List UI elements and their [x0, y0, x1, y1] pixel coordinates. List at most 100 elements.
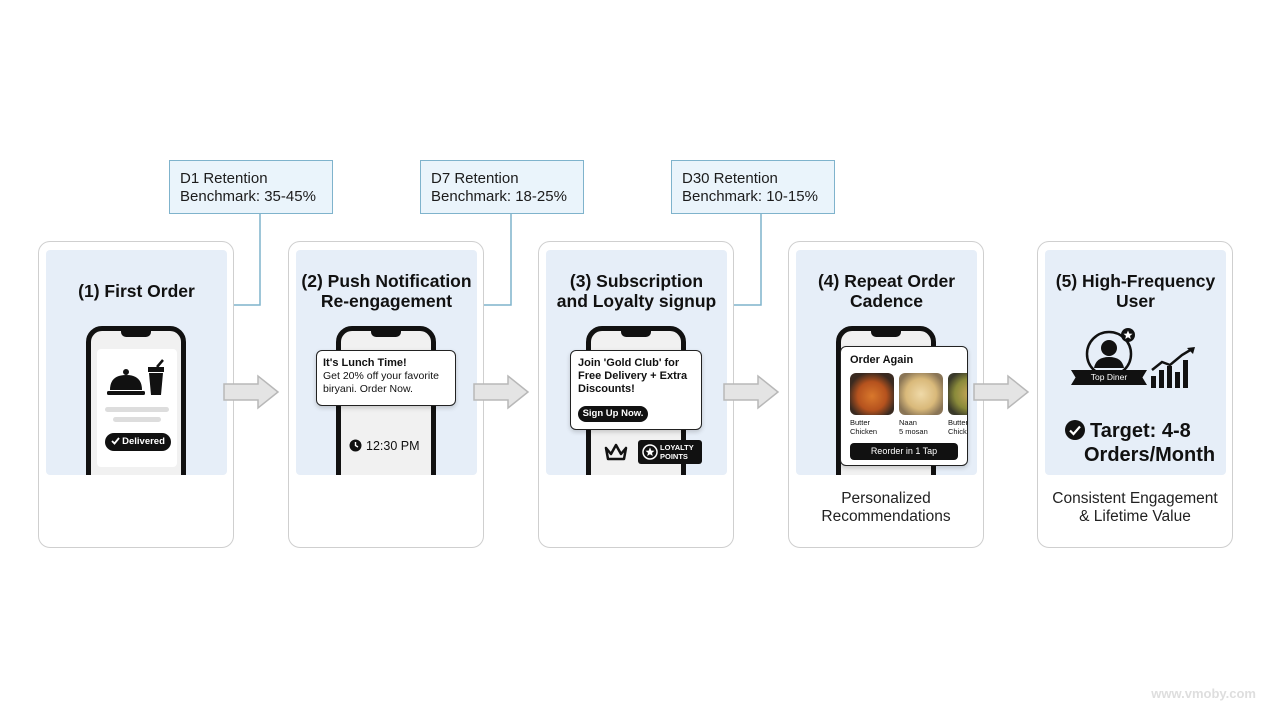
- sign-up-button[interactable]: Sign Up Now.: [578, 406, 648, 422]
- notification-line-2: biryani. Order Now.: [323, 383, 413, 395]
- stage-5-caption-line-1: Consistent Engagement: [1052, 490, 1218, 507]
- dish-name-line-1: Naan: [899, 418, 917, 427]
- stage-4-panel: (4) Repeat Order Cadence Order Again But…: [796, 250, 977, 475]
- flow-arrow-icon: [973, 374, 1030, 410]
- dish-image: [899, 373, 943, 415]
- stage-4-title-line-1: (4) Repeat Order: [817, 271, 956, 291]
- time-label: 12:30 PM: [366, 439, 420, 453]
- stage-2-panel: (2) Push Notification Re-engagement 12:3…: [296, 250, 477, 475]
- popup-line-2: Free Delivery + Extra: [578, 370, 688, 382]
- stage-5-caption: Consistent Engagement & Lifetime Value: [1038, 490, 1232, 526]
- order-again-heading: Order Again: [850, 354, 914, 366]
- connector-d7: [483, 214, 512, 306]
- delivered-badge: Delivered: [105, 433, 171, 451]
- stage-4-caption-line-2: Recommendations: [821, 508, 951, 525]
- stage-3-title-line-2: and Loyalty signup: [556, 291, 717, 311]
- phone-notch: [121, 330, 151, 337]
- callout-d7-benchmark: Benchmark: 18-25%: [431, 188, 567, 205]
- dish-item[interactable]: Naan 5 mosan: [899, 373, 943, 436]
- target-line-1: Target: 4-8: [1090, 420, 1191, 442]
- cloche-icon: [107, 369, 145, 395]
- stage-5-panel: (5) High-Frequency User Top Diner T: [1045, 250, 1226, 475]
- stage-5-title-line-1: (5) High-Frequency: [1055, 271, 1216, 291]
- stage-4-caption: Personalized Recommendations: [789, 490, 983, 526]
- dish-name-line-1: Butter: [948, 418, 968, 427]
- stage-5-title: (5) High-Frequency User: [1045, 271, 1226, 311]
- stage-3-panel: (3) Subscription and Loyalty signup LOYA…: [546, 250, 727, 475]
- flow-arrow-icon: [723, 374, 780, 410]
- loyalty-label-1: LOYALTY: [660, 443, 694, 452]
- top-diner-ribbon: Top Diner: [1071, 370, 1147, 385]
- drink-icon: [148, 359, 164, 395]
- reorder-button[interactable]: Reorder in 1 Tap: [850, 443, 958, 460]
- stage-2-title-line-2: Re-engagement: [320, 291, 453, 311]
- gold-club-popup[interactable]: Join 'Gold Club' for Free Delivery + Ext…: [570, 350, 702, 430]
- stage-4-title: (4) Repeat Order Cadence: [796, 271, 977, 311]
- target-metric: Target: 4-8 Orders/Month: [1045, 419, 1226, 467]
- target-line-1-row: Target: 4-8: [1045, 419, 1226, 443]
- phone-stage-1: Delivered: [86, 326, 186, 475]
- target-line-2: Orders/Month: [1084, 444, 1216, 466]
- dish-item[interactable]: Butter Chicken: [850, 373, 894, 436]
- loyalty-label-2: POINTS: [660, 452, 688, 461]
- callout-d7: D7 Retention Benchmark: 18-25%: [420, 160, 584, 214]
- stage-3-title: (3) Subscription and Loyalty signup: [546, 271, 727, 311]
- callout-d1-benchmark: Benchmark: 35-45%: [180, 188, 316, 205]
- notification-heading: It's Lunch Time!: [323, 357, 407, 369]
- phone-notch: [371, 330, 401, 337]
- callout-d7-title: D7 Retention: [431, 170, 519, 187]
- stage-5-card: (5) High-Frequency User Top Diner T: [1037, 241, 1233, 548]
- flow-arrow-icon: [223, 374, 280, 410]
- stage-1-card: (1) First Order Delivered: [38, 241, 234, 548]
- growth-chart-icon: [1151, 347, 1195, 388]
- stage-4-title-line-2: Cadence: [850, 291, 923, 311]
- loyalty-points-badge: LOYALTY POINTS: [638, 440, 702, 464]
- stage-1-title-line: (1) First Order: [78, 281, 195, 301]
- stage-3-card: (3) Subscription and Loyalty signup LOYA…: [538, 241, 734, 548]
- dish-name-line-2: Chick: [948, 427, 967, 436]
- dish-name-line-2: Chicken: [850, 427, 878, 436]
- dish-item[interactable]: Butter Chick: [948, 373, 968, 436]
- stage-1-title: (1) First Order: [46, 281, 227, 301]
- star-icon: [642, 444, 658, 460]
- popup-line-3: Discounts!: [578, 383, 635, 395]
- callout-d30-title: D30 Retention: [682, 170, 778, 187]
- order-again-card: Order Again Butter Chicken Naan 5 mosan …: [840, 346, 968, 466]
- watermark: www.vmoby.com: [1151, 686, 1256, 701]
- stage-5-title-line-2: User: [1116, 291, 1155, 311]
- connector-d1: [232, 214, 261, 306]
- stage-3-title-line-1: (3) Subscription: [569, 271, 704, 291]
- connector-d30: [733, 214, 762, 306]
- stage-2-title: (2) Push Notification Re-engagement: [296, 271, 477, 311]
- checkmark-icon: [111, 437, 120, 445]
- dish-image: [850, 373, 894, 415]
- avatar-icon: [1085, 328, 1135, 378]
- notification-line-1: Get 20% off your favorite: [323, 370, 439, 382]
- phone-notch: [871, 330, 901, 337]
- placeholder-line: [113, 417, 161, 422]
- check-circle-icon: [1065, 420, 1085, 440]
- stage-4-caption-line-1: Personalized: [841, 490, 931, 507]
- callout-d30: D30 Retention Benchmark: 10-15%: [671, 160, 835, 214]
- popup-line-1: Join 'Gold Club' for: [578, 357, 680, 369]
- stage-2-title-line-1: (2) Push Notification: [301, 271, 472, 291]
- callout-d1: D1 Retention Benchmark: 35-45%: [169, 160, 333, 214]
- placeholder-line: [105, 407, 169, 412]
- stage-5-caption-line-2: & Lifetime Value: [1079, 508, 1191, 525]
- phone-notch: [621, 330, 651, 337]
- stage-1-panel: (1) First Order Delivered: [46, 250, 227, 475]
- callout-d30-benchmark: Benchmark: 10-15%: [682, 188, 818, 205]
- delivered-label: Delivered: [122, 436, 165, 447]
- top-diner-badge: Top Diner: [1071, 324, 1147, 390]
- dish-name-line-1: Butter: [850, 418, 871, 427]
- dish-name-line-2: 5 mosan: [899, 427, 928, 436]
- dish-image: [948, 373, 967, 415]
- push-notification[interactable]: It's Lunch Time! Get 20% off your favori…: [316, 350, 456, 406]
- clock-icon: [349, 439, 362, 452]
- stage-2-card: (2) Push Notification Re-engagement 12:3…: [288, 241, 484, 548]
- crown-icon: [604, 443, 628, 461]
- stage-4-card: (4) Repeat Order Cadence Order Again But…: [788, 241, 984, 548]
- callout-d1-title: D1 Retention: [180, 170, 268, 187]
- order-screen: Delivered: [97, 349, 177, 467]
- flow-arrow-icon: [473, 374, 530, 410]
